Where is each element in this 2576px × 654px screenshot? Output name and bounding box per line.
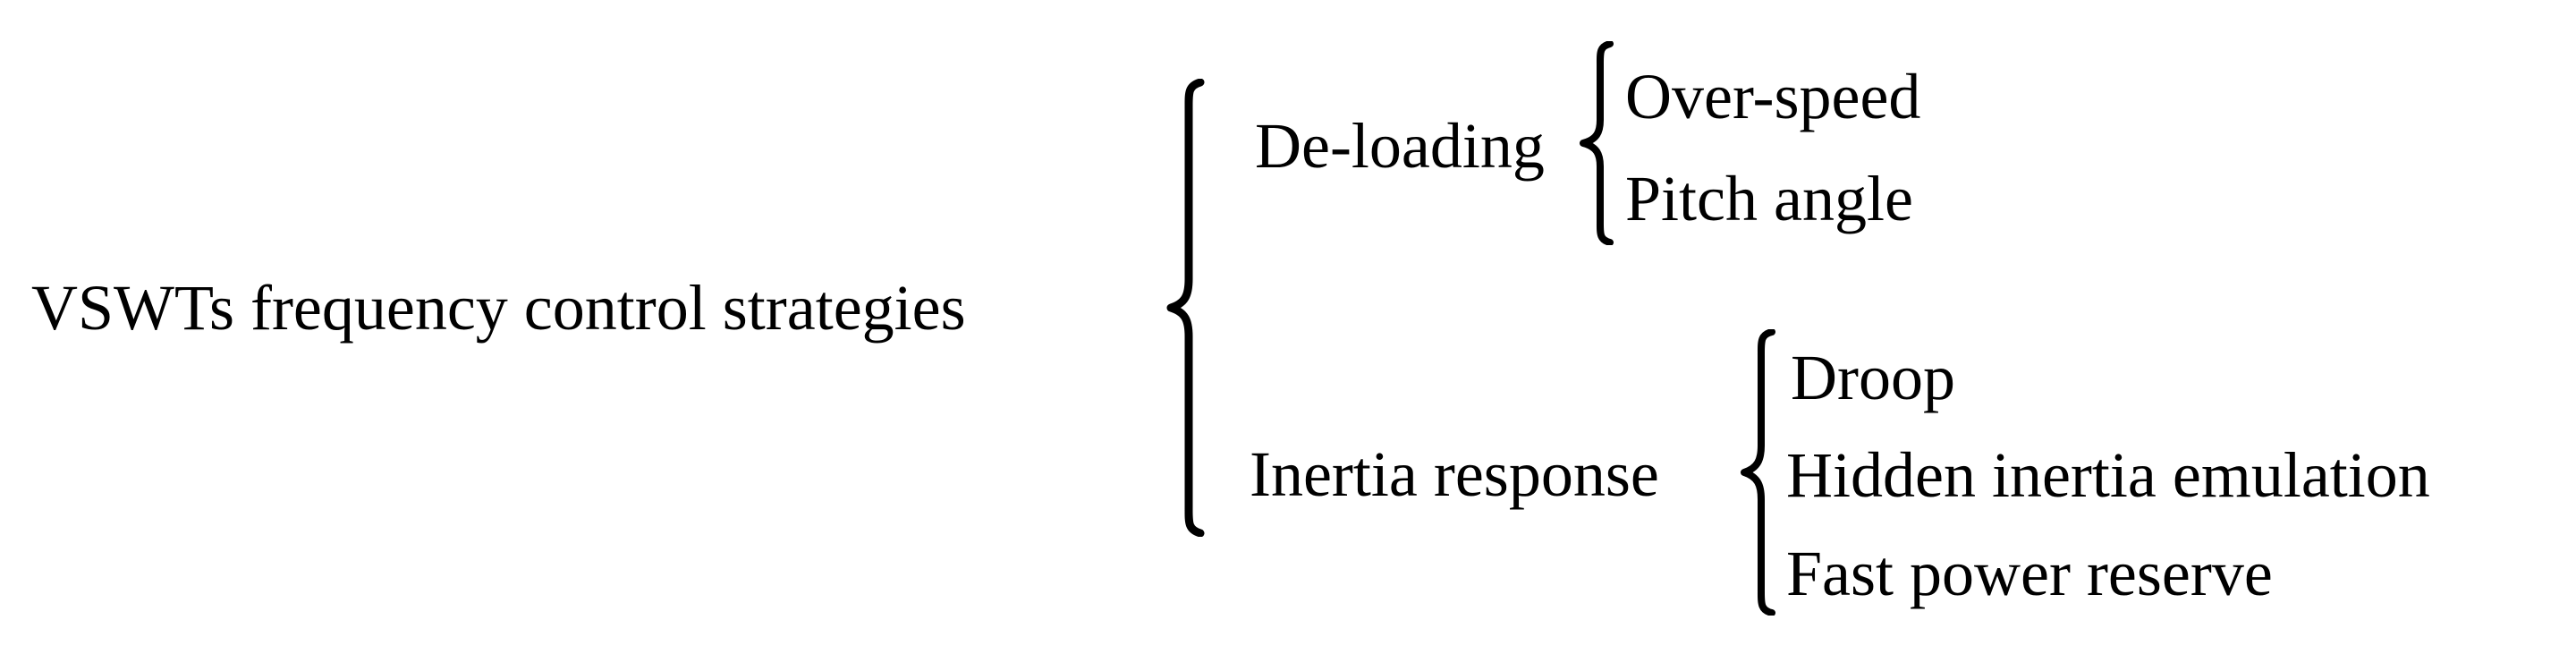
leaf-label-droop: Droop: [1791, 342, 1955, 413]
leaf-label-over-speed: Over-speed: [1625, 61, 1921, 132]
deloading-curly-brace-icon: [1580, 41, 1614, 245]
leaf-label-hidden-inertia-emulation: Hidden inertia emulation: [1786, 439, 2430, 511]
inertia-curly-brace-icon: [1741, 329, 1775, 616]
outer-curly-brace-icon: [1166, 79, 1205, 537]
leaf-label-fast-power-reserve: Fast power reserve: [1786, 538, 2273, 609]
branch-label-inertia-response: Inertia response: [1250, 438, 1659, 510]
leaf-label-pitch-angle: Pitch angle: [1625, 163, 1913, 234]
branch-label-deloading: De-loading: [1255, 110, 1545, 182]
root-label: VSWTs frequency control strategies: [31, 272, 966, 344]
